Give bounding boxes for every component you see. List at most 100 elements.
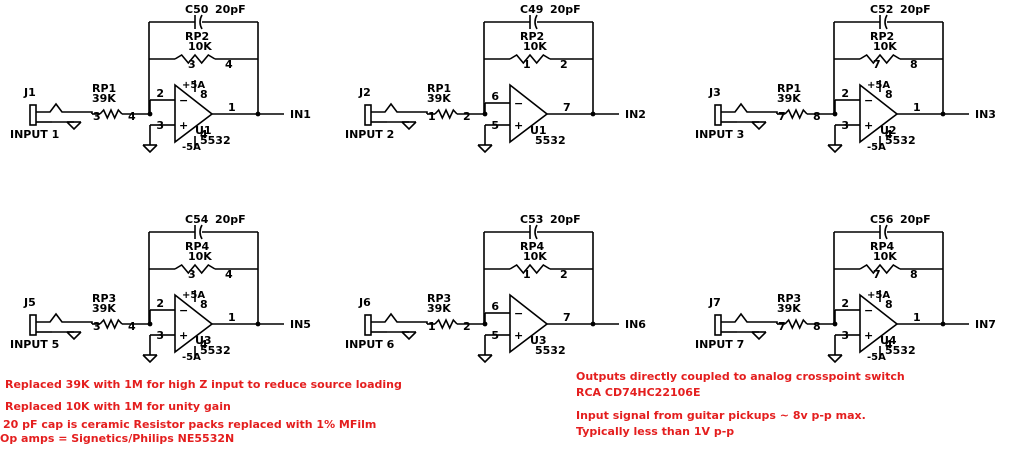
supply-negative-pin: 4 bbox=[200, 128, 208, 141]
op-amp-ref: U1 bbox=[530, 124, 547, 137]
supply-positive-pin: 8 bbox=[200, 298, 208, 311]
feedback-resistor-pin: 3 bbox=[188, 268, 196, 281]
supply-negative-label: -5A bbox=[182, 142, 201, 153]
jack-tip bbox=[721, 312, 778, 324]
op-amp-triangle bbox=[859, 83, 899, 144]
ground-arrow bbox=[401, 331, 417, 341]
capacitor-plate-curved bbox=[534, 224, 538, 240]
feedback-resistor-ref: RP2 bbox=[870, 30, 894, 43]
op-amp-pin-output: 1 bbox=[228, 311, 236, 324]
note-input-signal: Input signal from guitar pickups ~ 8v p-… bbox=[576, 409, 866, 422]
input-label: INPUT 7 bbox=[695, 338, 744, 351]
input-resistor-ref: RP3 bbox=[92, 292, 116, 305]
feedback-resistor bbox=[174, 53, 216, 65]
feedback-resistor-pin: 2 bbox=[560, 58, 568, 71]
feedback-resistor-pin: 7 bbox=[873, 268, 881, 281]
feedback-resistor-value: 10K bbox=[188, 250, 212, 263]
supply-negative-pin: 4 bbox=[200, 338, 208, 351]
minus-sign: − bbox=[864, 304, 873, 317]
op-amp-pin-output: 1 bbox=[913, 311, 921, 324]
op-amp-pin-inverting: 6 bbox=[491, 90, 499, 103]
input-resistor bbox=[99, 318, 123, 330]
feedback-resistor-ref: RP2 bbox=[520, 30, 544, 43]
op-amp-ref: U3 bbox=[195, 334, 212, 347]
input-resistor-pin: 3 bbox=[93, 110, 101, 123]
note-op-amps: Op amps = Signetics/Philips NE5532N bbox=[0, 432, 235, 445]
ground-arrow bbox=[827, 144, 843, 154]
op-amp-pin-noninverting: 5 bbox=[491, 329, 499, 342]
op-amp-pin-noninverting: 3 bbox=[156, 119, 164, 132]
op-amp-ref: U1 bbox=[195, 124, 212, 137]
output-net-label: IN2 bbox=[625, 108, 646, 121]
plus-sign: + bbox=[864, 119, 873, 132]
ground-arrow bbox=[66, 121, 82, 131]
op-amp-triangle bbox=[509, 83, 549, 144]
capacitor-plate-curved bbox=[884, 224, 888, 240]
feedback-resistor bbox=[174, 263, 216, 275]
feedback-resistor-ref: RP4 bbox=[870, 240, 895, 253]
op-amp-part: 5532 bbox=[200, 134, 231, 147]
minus-sign: − bbox=[179, 304, 188, 317]
junction-dot bbox=[590, 111, 596, 117]
jack-label: J7 bbox=[708, 296, 721, 309]
minus-sign: − bbox=[179, 94, 188, 107]
input-resistor-value: 39K bbox=[92, 92, 116, 105]
op-amp-part: 5532 bbox=[885, 134, 916, 147]
jack-label: J6 bbox=[358, 296, 371, 309]
supply-positive-label: +5A bbox=[182, 290, 205, 301]
feedback-resistor-pin: 2 bbox=[560, 268, 568, 281]
op-amp-part: 5532 bbox=[535, 134, 566, 147]
input-resistor-pin: 2 bbox=[463, 110, 471, 123]
junction-dot bbox=[255, 111, 261, 117]
ground-arrow bbox=[751, 121, 767, 131]
op-amp-pin-noninverting: 3 bbox=[841, 329, 849, 342]
op-amp-part: 5532 bbox=[885, 344, 916, 357]
feedback-resistor-value: 10K bbox=[523, 250, 547, 263]
jack-tip bbox=[371, 102, 428, 114]
plus-sign: + bbox=[864, 329, 873, 342]
ground-arrow bbox=[142, 144, 158, 154]
input-label: INPUT 1 bbox=[10, 128, 59, 141]
output-net-label: IN7 bbox=[975, 318, 996, 331]
input-resistor-pin: 7 bbox=[778, 110, 786, 123]
capacitor-plate-curved bbox=[199, 14, 203, 30]
capacitor-value: 20pF bbox=[215, 213, 246, 226]
feedback-resistor bbox=[859, 53, 901, 65]
junction-dot bbox=[940, 111, 946, 117]
capacitor-value: 20pF bbox=[550, 3, 581, 16]
supply-positive-label: +5A bbox=[182, 80, 205, 91]
plus-sign: + bbox=[514, 119, 523, 132]
supply-positive-label: +5A bbox=[867, 290, 890, 301]
input-resistor-pin: 2 bbox=[463, 320, 471, 333]
input-resistor-value: 39K bbox=[427, 302, 451, 315]
note-crosspoint-part: RCA CD74HC22106E bbox=[576, 386, 701, 399]
jack-label: J5 bbox=[23, 296, 36, 309]
input-resistor-value: 39K bbox=[92, 302, 116, 315]
op-amp-pin-noninverting: 5 bbox=[491, 119, 499, 132]
supply-negative-pin: 4 bbox=[885, 338, 893, 351]
junction-dot bbox=[255, 321, 261, 327]
feedback-resistor bbox=[859, 263, 901, 275]
feedback-resistor-ref: RP2 bbox=[185, 30, 209, 43]
supply-positive-pin: 8 bbox=[200, 88, 208, 101]
feedback-resistor-pin: 4 bbox=[225, 268, 233, 281]
capacitor-value: 20pF bbox=[550, 213, 581, 226]
feedback-resistor-pin: 1 bbox=[523, 58, 531, 71]
op-amp-ref: U2 bbox=[880, 124, 897, 137]
note-outputs-coupled: Outputs directly coupled to analog cross… bbox=[576, 370, 905, 383]
ground-arrow bbox=[66, 331, 82, 341]
feedback-resistor-value: 10K bbox=[523, 40, 547, 53]
junction-dot bbox=[940, 321, 946, 327]
jack-sleeve bbox=[714, 104, 722, 126]
output-net-label: IN3 bbox=[975, 108, 996, 121]
op-amp-pin-output: 1 bbox=[913, 101, 921, 114]
capacitor-ref: C52 bbox=[870, 3, 893, 16]
minus-sign: − bbox=[514, 307, 523, 320]
op-amp-pin-inverting: 2 bbox=[156, 87, 164, 100]
input-resistor-pin: 8 bbox=[813, 110, 821, 123]
input-resistor-ref: RP1 bbox=[777, 82, 801, 95]
